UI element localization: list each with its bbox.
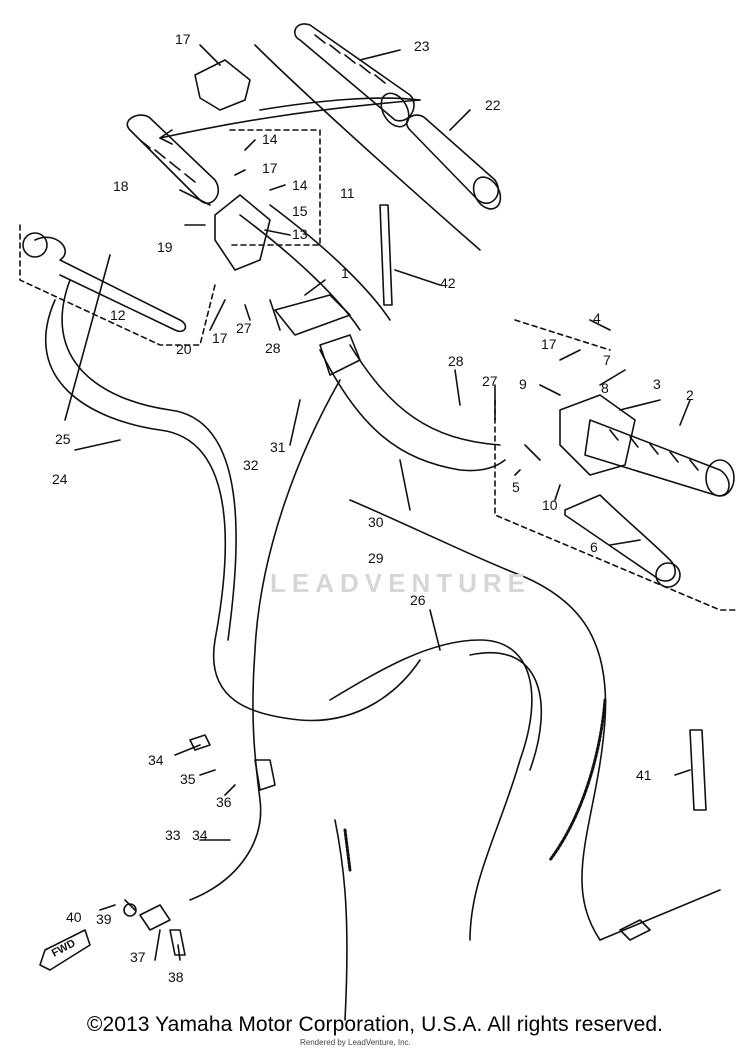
callout-32: 31 <box>270 439 286 455</box>
callout-19: 17 <box>175 31 191 47</box>
callout-42: 42 <box>440 275 456 291</box>
callout-31b: 33 <box>165 827 181 843</box>
callout-22: 22 <box>485 97 501 113</box>
tie-strap-42 <box>379 204 393 306</box>
callout-31a: 32 <box>243 457 259 473</box>
cable-32 <box>189 379 341 901</box>
callout-30: 30 <box>368 514 384 530</box>
bracket-19 <box>194 59 251 111</box>
lever-holder <box>214 194 271 271</box>
callout-7: 7 <box>603 352 611 368</box>
leader-lines <box>64 44 691 961</box>
callout-28b: 28 <box>448 353 464 369</box>
callout-18: 19 <box>157 239 173 255</box>
lever-dash-box <box>19 224 216 346</box>
callout-15: 15 <box>292 203 308 219</box>
callout-14a: 14 <box>262 131 278 147</box>
callout-8: 8 <box>601 380 609 396</box>
callout-41: 41 <box>636 767 652 783</box>
pin-38 <box>169 929 186 956</box>
callout-37: 37 <box>130 949 146 965</box>
fwd-arrow <box>39 929 91 971</box>
right-dash-box <box>494 319 736 611</box>
copyright-notice: ©2013 Yamaha Motor Corporation, U.S.A. A… <box>86 1013 664 1036</box>
throttle-body <box>274 294 361 376</box>
adjuster <box>254 759 276 791</box>
callout-14b: 14 <box>292 177 308 193</box>
callout-23: 23 <box>414 38 430 54</box>
cable-26 <box>329 639 533 941</box>
callout-9: 9 <box>519 376 527 392</box>
callout-3: 3 <box>653 376 661 392</box>
callout-1: 1 <box>341 265 349 281</box>
cable-end <box>599 889 721 941</box>
credit-text: Rendered by LeadVenture, Inc. <box>300 1038 411 1047</box>
callout-6: 6 <box>590 539 598 555</box>
callout-28a: 28 <box>265 340 281 356</box>
callout-20: 18 <box>113 178 129 194</box>
callout-39: 39 <box>96 911 112 927</box>
callout-21: 20 <box>176 341 192 357</box>
cable-29 <box>349 499 607 941</box>
callout-5: 5 <box>512 479 520 495</box>
callout-16: 17 <box>262 160 278 176</box>
callout-27b: 27 <box>482 373 498 389</box>
callout-34: 34 <box>148 752 164 768</box>
callout-10: 10 <box>542 497 558 513</box>
cable-24 <box>44 299 421 722</box>
callout-26: 26 <box>410 592 426 608</box>
callout-11: 11 <box>340 185 355 201</box>
callout-25: 25 <box>55 431 71 447</box>
watermark: LEADVENTURE <box>270 568 532 598</box>
callout-24: 24 <box>52 471 68 487</box>
bolt-34 <box>189 734 211 751</box>
right-lever <box>564 494 676 582</box>
callout-13: 12 <box>110 307 126 323</box>
handlebar <box>239 204 391 331</box>
callout-12: 13 <box>292 226 308 242</box>
callout-17b: 17 <box>541 336 557 352</box>
handlebar-bend <box>319 344 506 472</box>
callout-27a: 27 <box>236 320 252 336</box>
right-grip <box>584 419 735 497</box>
left-lever <box>34 236 187 333</box>
frame-line <box>254 44 481 251</box>
callout-29: 29 <box>368 550 384 566</box>
grip-22 <box>405 114 502 210</box>
callout-40: 40 <box>66 909 82 925</box>
callout-2: 2 <box>686 387 694 403</box>
cable-30 <box>334 819 348 1021</box>
callout-17a: 17 <box>212 330 228 346</box>
bracket-37 <box>139 904 171 931</box>
callout-33: 34 <box>192 827 208 843</box>
callout-38: 38 <box>168 969 184 985</box>
tie-strap-41 <box>689 729 707 811</box>
callout-35: 35 <box>180 771 196 787</box>
frame-arrow <box>159 99 421 139</box>
callout-36: 36 <box>216 794 232 810</box>
callout-4: 4 <box>593 310 601 326</box>
grip-23 <box>294 23 415 128</box>
right-housing <box>559 394 636 476</box>
callout-labels: 17 23 22 14 17 14 11 15 13 18 19 1 42 12… <box>50 31 694 985</box>
